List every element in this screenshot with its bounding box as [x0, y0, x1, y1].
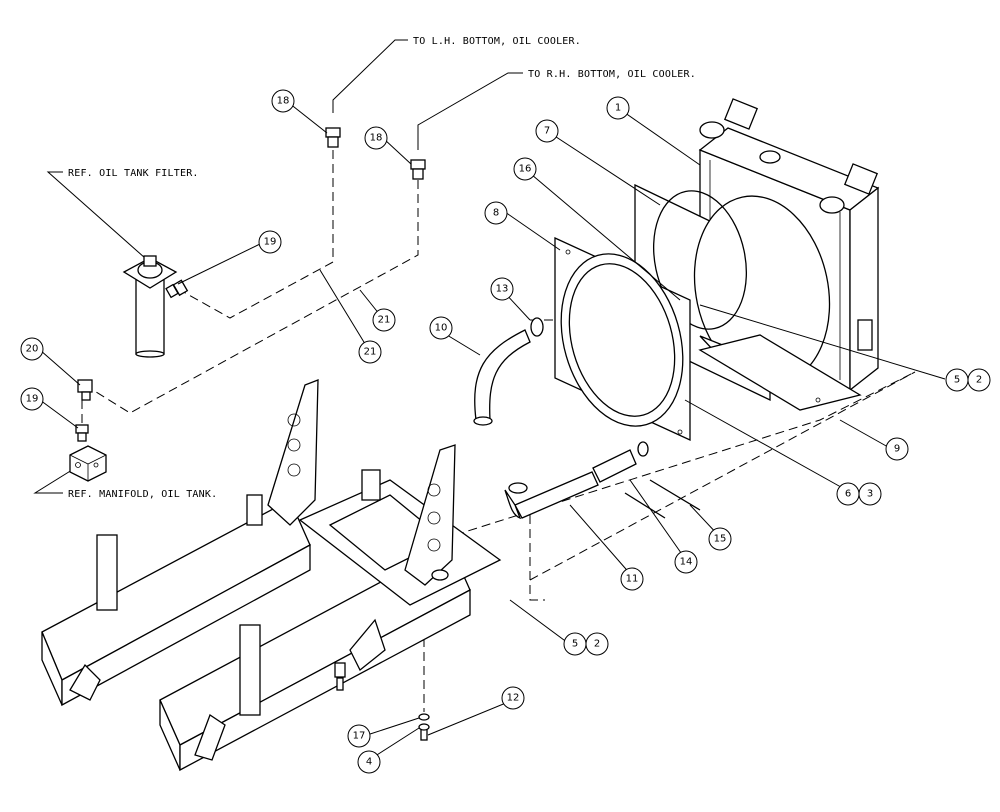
note-rh-cooler-text: TO R.H. BOTTOM, OIL COOLER.	[528, 69, 696, 80]
svg-text:5: 5	[954, 375, 960, 386]
callout-10: 10	[429, 316, 453, 340]
svg-text:19: 19	[26, 394, 39, 405]
svg-text:13: 13	[496, 284, 509, 295]
svg-text:11: 11	[626, 574, 639, 585]
callout-2-top: 2	[967, 368, 991, 392]
callout-20: 20	[20, 337, 44, 361]
note-tank-filter: REF. OIL TANK FILTER.	[46, 168, 199, 259]
callout-7: 7	[535, 119, 559, 143]
oil-tank-filter	[122, 255, 189, 358]
rod-15	[624, 479, 701, 519]
callout-15: 15	[708, 527, 732, 551]
svg-text:2: 2	[594, 639, 600, 650]
note-manifold-text: REF. MANIFOLD, OIL TANK.	[68, 489, 217, 500]
svg-text:6: 6	[845, 489, 851, 500]
svg-text:18: 18	[370, 133, 383, 144]
fitting-18-right	[410, 159, 426, 180]
oil-tank-manifold	[69, 445, 107, 482]
callout-18-right: 18	[364, 126, 388, 150]
bolt-12	[418, 723, 430, 741]
fitting-20	[77, 379, 93, 401]
callout-12: 12	[501, 686, 525, 710]
svg-text:12: 12	[507, 693, 520, 704]
callout-1: 1	[606, 96, 630, 120]
svg-text:16: 16	[519, 164, 532, 175]
callout-19-upper: 19	[258, 230, 282, 254]
svg-text:17: 17	[353, 731, 366, 742]
callout-11: 11	[620, 567, 644, 591]
callout-5-bottom: 5	[563, 632, 587, 656]
callout-6: 6	[836, 482, 860, 506]
svg-text:19: 19	[264, 237, 277, 248]
svg-text:7: 7	[544, 126, 550, 137]
svg-text:20: 20	[26, 344, 39, 355]
svg-text:5: 5	[572, 639, 578, 650]
note-tank-filter-text: REF. OIL TANK FILTER.	[68, 168, 199, 179]
svg-text:3: 3	[867, 489, 873, 500]
callout-5-top: 5	[945, 368, 969, 392]
callout-3: 3	[858, 482, 882, 506]
callout-8: 8	[484, 201, 508, 225]
svg-text:21: 21	[378, 315, 391, 326]
fan-ring	[554, 236, 691, 442]
loader-frame	[41, 379, 502, 772]
svg-text:14: 14	[680, 557, 693, 568]
callout-4: 4	[357, 750, 381, 774]
note-lh-cooler-text: TO L.H. BOTTOM, OIL COOLER.	[413, 36, 581, 47]
note-lh-cooler: TO L.H. BOTTOM, OIL COOLER.	[332, 36, 581, 113]
svg-text:18: 18	[277, 96, 290, 107]
fitting-19-lower	[75, 424, 89, 442]
tube-14	[592, 441, 649, 483]
svg-text:1: 1	[615, 103, 621, 114]
callout-21-b: 21	[358, 340, 382, 364]
callout-19-lower: 19	[20, 387, 44, 411]
fitting-19-upper	[165, 279, 189, 299]
note-manifold: REF. MANIFOLD, OIL TANK.	[33, 464, 217, 500]
callout-13: 13	[490, 277, 514, 301]
callout-9: 9	[885, 437, 909, 461]
hose-10	[473, 329, 531, 426]
callout-17: 17	[347, 724, 371, 748]
callout-2-bottom: 2	[585, 632, 609, 656]
svg-text:15: 15	[714, 534, 727, 545]
callout-14: 14	[674, 550, 698, 574]
svg-text:4: 4	[366, 757, 372, 768]
fitting-18-left	[325, 127, 341, 148]
callout-leaders	[39, 102, 946, 761]
svg-text:21: 21	[364, 347, 377, 358]
callout-21-a: 21	[372, 308, 396, 332]
washer-17	[418, 713, 430, 721]
note-rh-cooler: TO R.H. BOTTOM, OIL COOLER.	[417, 69, 696, 150]
bracket-plate-9	[698, 334, 862, 411]
clamp-13	[530, 317, 544, 337]
callout-16: 16	[513, 157, 537, 181]
svg-text:10: 10	[435, 323, 448, 334]
callout-18-left: 18	[271, 89, 295, 113]
svg-text:2: 2	[976, 375, 982, 386]
svg-text:9: 9	[894, 444, 900, 455]
tube-11	[504, 471, 599, 520]
svg-text:8: 8	[493, 208, 499, 219]
